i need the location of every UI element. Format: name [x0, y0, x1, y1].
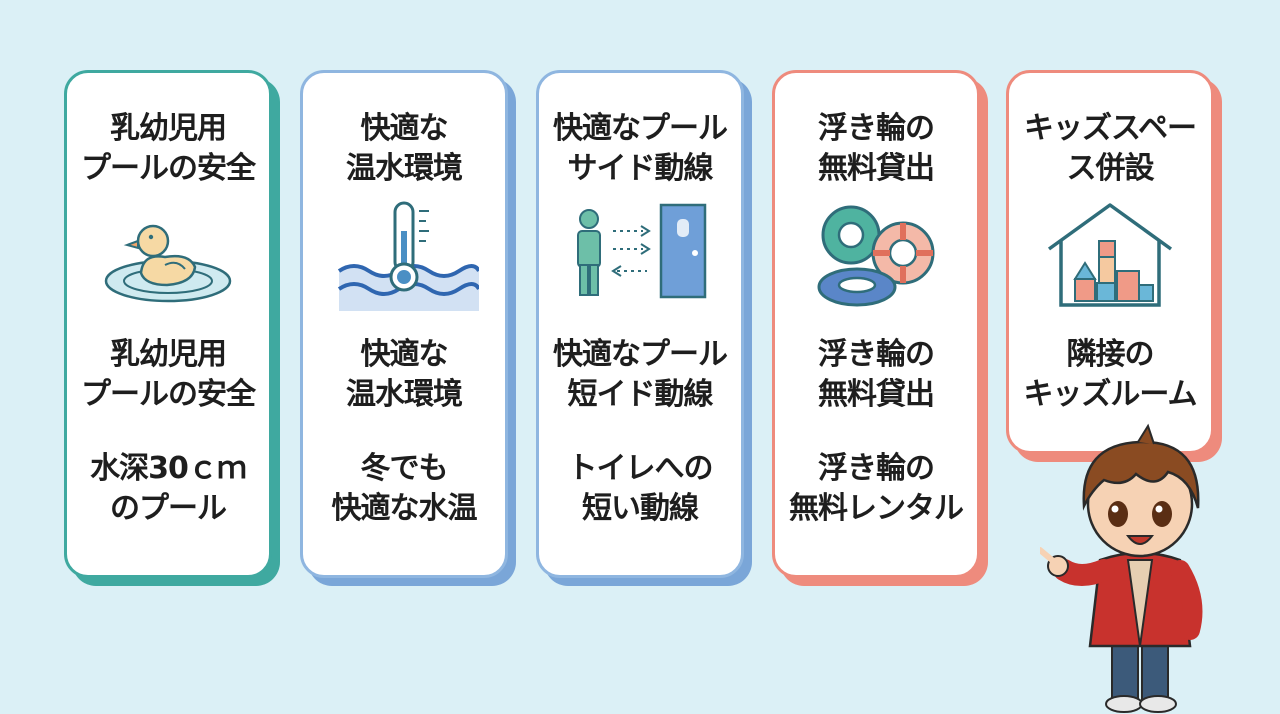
swim-ring-icon — [817, 205, 935, 307]
card-detail: 水深30ｃｍ のプール — [90, 451, 247, 526]
card-subtitle: 快適なプール 短イド動線 — [553, 337, 728, 412]
thermometer-water-icon — [337, 201, 479, 311]
card-detail: トイレへの 短い動線 — [567, 451, 714, 526]
rubber-duck-icon — [104, 224, 232, 303]
card-body: 乳幼児用 プールの安全 乳幼児用 プールの安全 水深30ｃｍ のプール — [64, 70, 272, 578]
card-body: 浮き輪の 無料貸出 浮き輪の 無料貸出 浮き輪の 無料レンタル — [772, 70, 980, 578]
card-detail: 浮き輪の 無料レンタル — [789, 451, 964, 526]
card-detail: 冬でも 快適な水温 — [331, 451, 478, 526]
card-subtitle: 浮き輪の 無料貸出 — [818, 337, 935, 412]
card-title: 浮き輪の 無料貸出 — [818, 111, 935, 186]
card-title: キッズスペー ス併設 — [1024, 111, 1197, 186]
card-title: 快適な 温水環境 — [346, 111, 463, 186]
card-subtitle: 快適な 温水環境 — [346, 337, 463, 412]
card-kids-space: キッズスペー ス併設 隣接の キッズルーム — [1006, 70, 1222, 462]
card-swim-ring-rental: 浮き輪の 無料貸出 浮き輪の 無料貸出 浮き輪の 無料レンタル — [772, 70, 988, 586]
house-blocks-icon — [1047, 203, 1173, 307]
card-title: 乳幼児用 プールの安全 — [81, 111, 256, 186]
card-infant-pool: 乳幼児用 プールの安全 乳幼児用 プールの安全 水深30ｃｍ のプール — [64, 70, 280, 586]
card-body: キッズスペー ス併設 隣接の キッズルーム — [1006, 70, 1214, 454]
card-poolside-route: 快適なプール サイド動線 快適なプール 短イド動線 トイレへの 短い動線 — [536, 70, 752, 586]
card-body: 快適なプール サイド動線 快適なプール 短イド動線 トイレへの 短い動線 — [536, 70, 744, 578]
card-title: 快適なプール サイド動線 — [553, 111, 728, 186]
card-warm-water: 快適な 温水環境 快適な 温水環境 冬でも 快適な水温 — [300, 70, 516, 586]
card-body: 快適な 温水環境 快適な 温水環境 冬でも 快適な水温 — [300, 70, 508, 578]
person-door-icon — [577, 203, 707, 299]
card-subtitle: 乳幼児用 プールの安全 — [81, 337, 256, 412]
card-subtitle: 隣接の キッズルーム — [1023, 337, 1197, 412]
mascot-character-illustration — [1040, 423, 1203, 713]
